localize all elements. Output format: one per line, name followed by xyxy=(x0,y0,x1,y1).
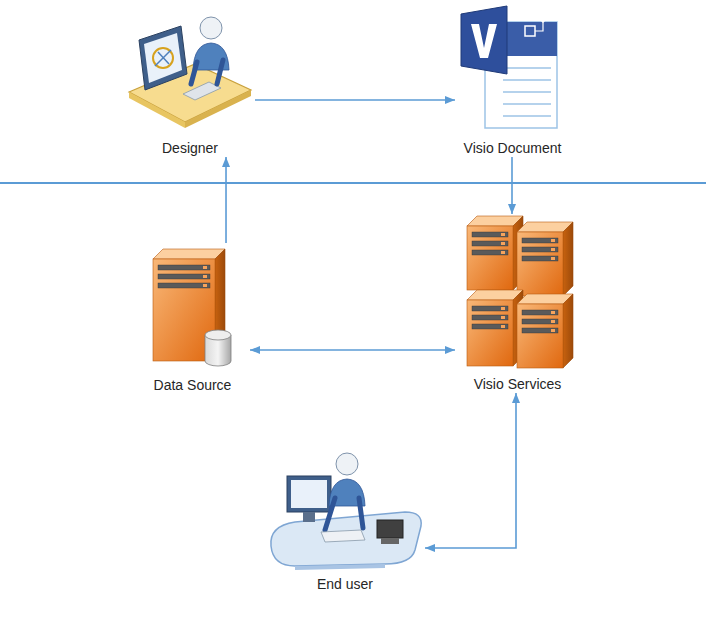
icon-part xyxy=(158,265,210,270)
icon-part xyxy=(203,284,207,287)
node-icon xyxy=(125,4,255,134)
icon-part xyxy=(203,266,207,269)
server-cluster: Visio Services xyxy=(455,214,580,393)
icon-part xyxy=(522,238,558,243)
node-label: Visio Services xyxy=(455,376,580,393)
icon-part xyxy=(522,247,558,252)
icon-part xyxy=(503,103,551,105)
icon-part xyxy=(551,320,555,323)
node-label: Designer xyxy=(125,140,255,157)
icon-part xyxy=(522,319,558,324)
icon-part xyxy=(501,307,505,310)
node-icon xyxy=(135,243,250,371)
icon-part xyxy=(472,241,508,246)
icon-part xyxy=(155,50,171,66)
icon-part xyxy=(303,512,315,522)
icon-part xyxy=(153,249,225,259)
node-label: End user xyxy=(265,576,425,593)
icon-part xyxy=(551,239,555,242)
icon-part xyxy=(158,274,210,279)
icon-part xyxy=(461,6,507,74)
icon-part xyxy=(200,17,222,39)
document-icon: Visio Document xyxy=(455,4,570,157)
icon-part xyxy=(467,300,513,366)
icon-part xyxy=(287,476,331,512)
icon-part xyxy=(381,538,399,544)
connector-arrow xyxy=(255,99,455,101)
icon-part xyxy=(551,257,555,260)
node-label: Visio Document xyxy=(455,140,570,157)
icon-part xyxy=(525,26,535,36)
icon-part xyxy=(325,498,363,530)
icon-part xyxy=(503,115,551,117)
icon-part xyxy=(153,249,231,366)
icon-part xyxy=(205,330,231,340)
icon-part xyxy=(551,329,555,332)
icon-part xyxy=(336,453,358,475)
icon-part xyxy=(153,48,173,68)
node-label: Data Source xyxy=(135,377,250,394)
database-server: Data Source xyxy=(135,243,250,394)
icon-part xyxy=(503,67,551,69)
connector-arrow xyxy=(225,157,227,243)
node-icon xyxy=(455,4,570,134)
icon-part xyxy=(467,216,573,368)
icon-part xyxy=(472,250,508,255)
icon-part xyxy=(535,6,551,22)
icon-part xyxy=(517,304,563,368)
icon-part xyxy=(472,232,508,237)
icon-part xyxy=(522,328,558,333)
icon-part xyxy=(535,22,543,31)
icon-part xyxy=(522,256,558,261)
node-icon xyxy=(455,214,580,370)
icon-part xyxy=(144,33,182,83)
icon-part xyxy=(203,275,207,278)
icon-part xyxy=(461,6,557,128)
connector-arrow xyxy=(511,157,513,214)
icon-part xyxy=(129,17,251,128)
divider-line xyxy=(0,182,706,184)
logo-letter xyxy=(471,24,497,58)
icon-part xyxy=(517,232,563,296)
icon-part xyxy=(503,79,551,81)
icon-part xyxy=(472,306,508,311)
icon-part xyxy=(467,226,513,290)
icon-part xyxy=(563,294,573,368)
icon-part xyxy=(377,520,403,538)
icon-part xyxy=(271,512,421,566)
icon-part xyxy=(522,310,558,315)
icon-part xyxy=(472,324,508,329)
node-icon xyxy=(265,446,425,570)
user-workstation: End user xyxy=(265,446,425,593)
icon-part xyxy=(501,316,505,319)
icon-part xyxy=(191,60,223,84)
icon-part xyxy=(271,453,421,570)
icon-part xyxy=(501,233,505,236)
icon-part xyxy=(129,92,185,128)
icon-part xyxy=(501,325,505,328)
icon-part xyxy=(472,315,508,320)
icon-part xyxy=(321,530,365,542)
icon-part xyxy=(501,251,505,254)
icon-part xyxy=(563,222,573,296)
icon-part xyxy=(551,248,555,251)
icon-part xyxy=(501,242,505,245)
icon-part xyxy=(139,26,187,90)
icon-part xyxy=(295,564,385,570)
icon-part xyxy=(551,311,555,314)
icon-part xyxy=(291,480,327,508)
icon-part xyxy=(158,283,210,288)
icon-part xyxy=(503,91,551,93)
designer-icon: Designer xyxy=(125,4,255,157)
connector-arrow xyxy=(425,393,516,548)
connector-arrow xyxy=(250,349,455,351)
